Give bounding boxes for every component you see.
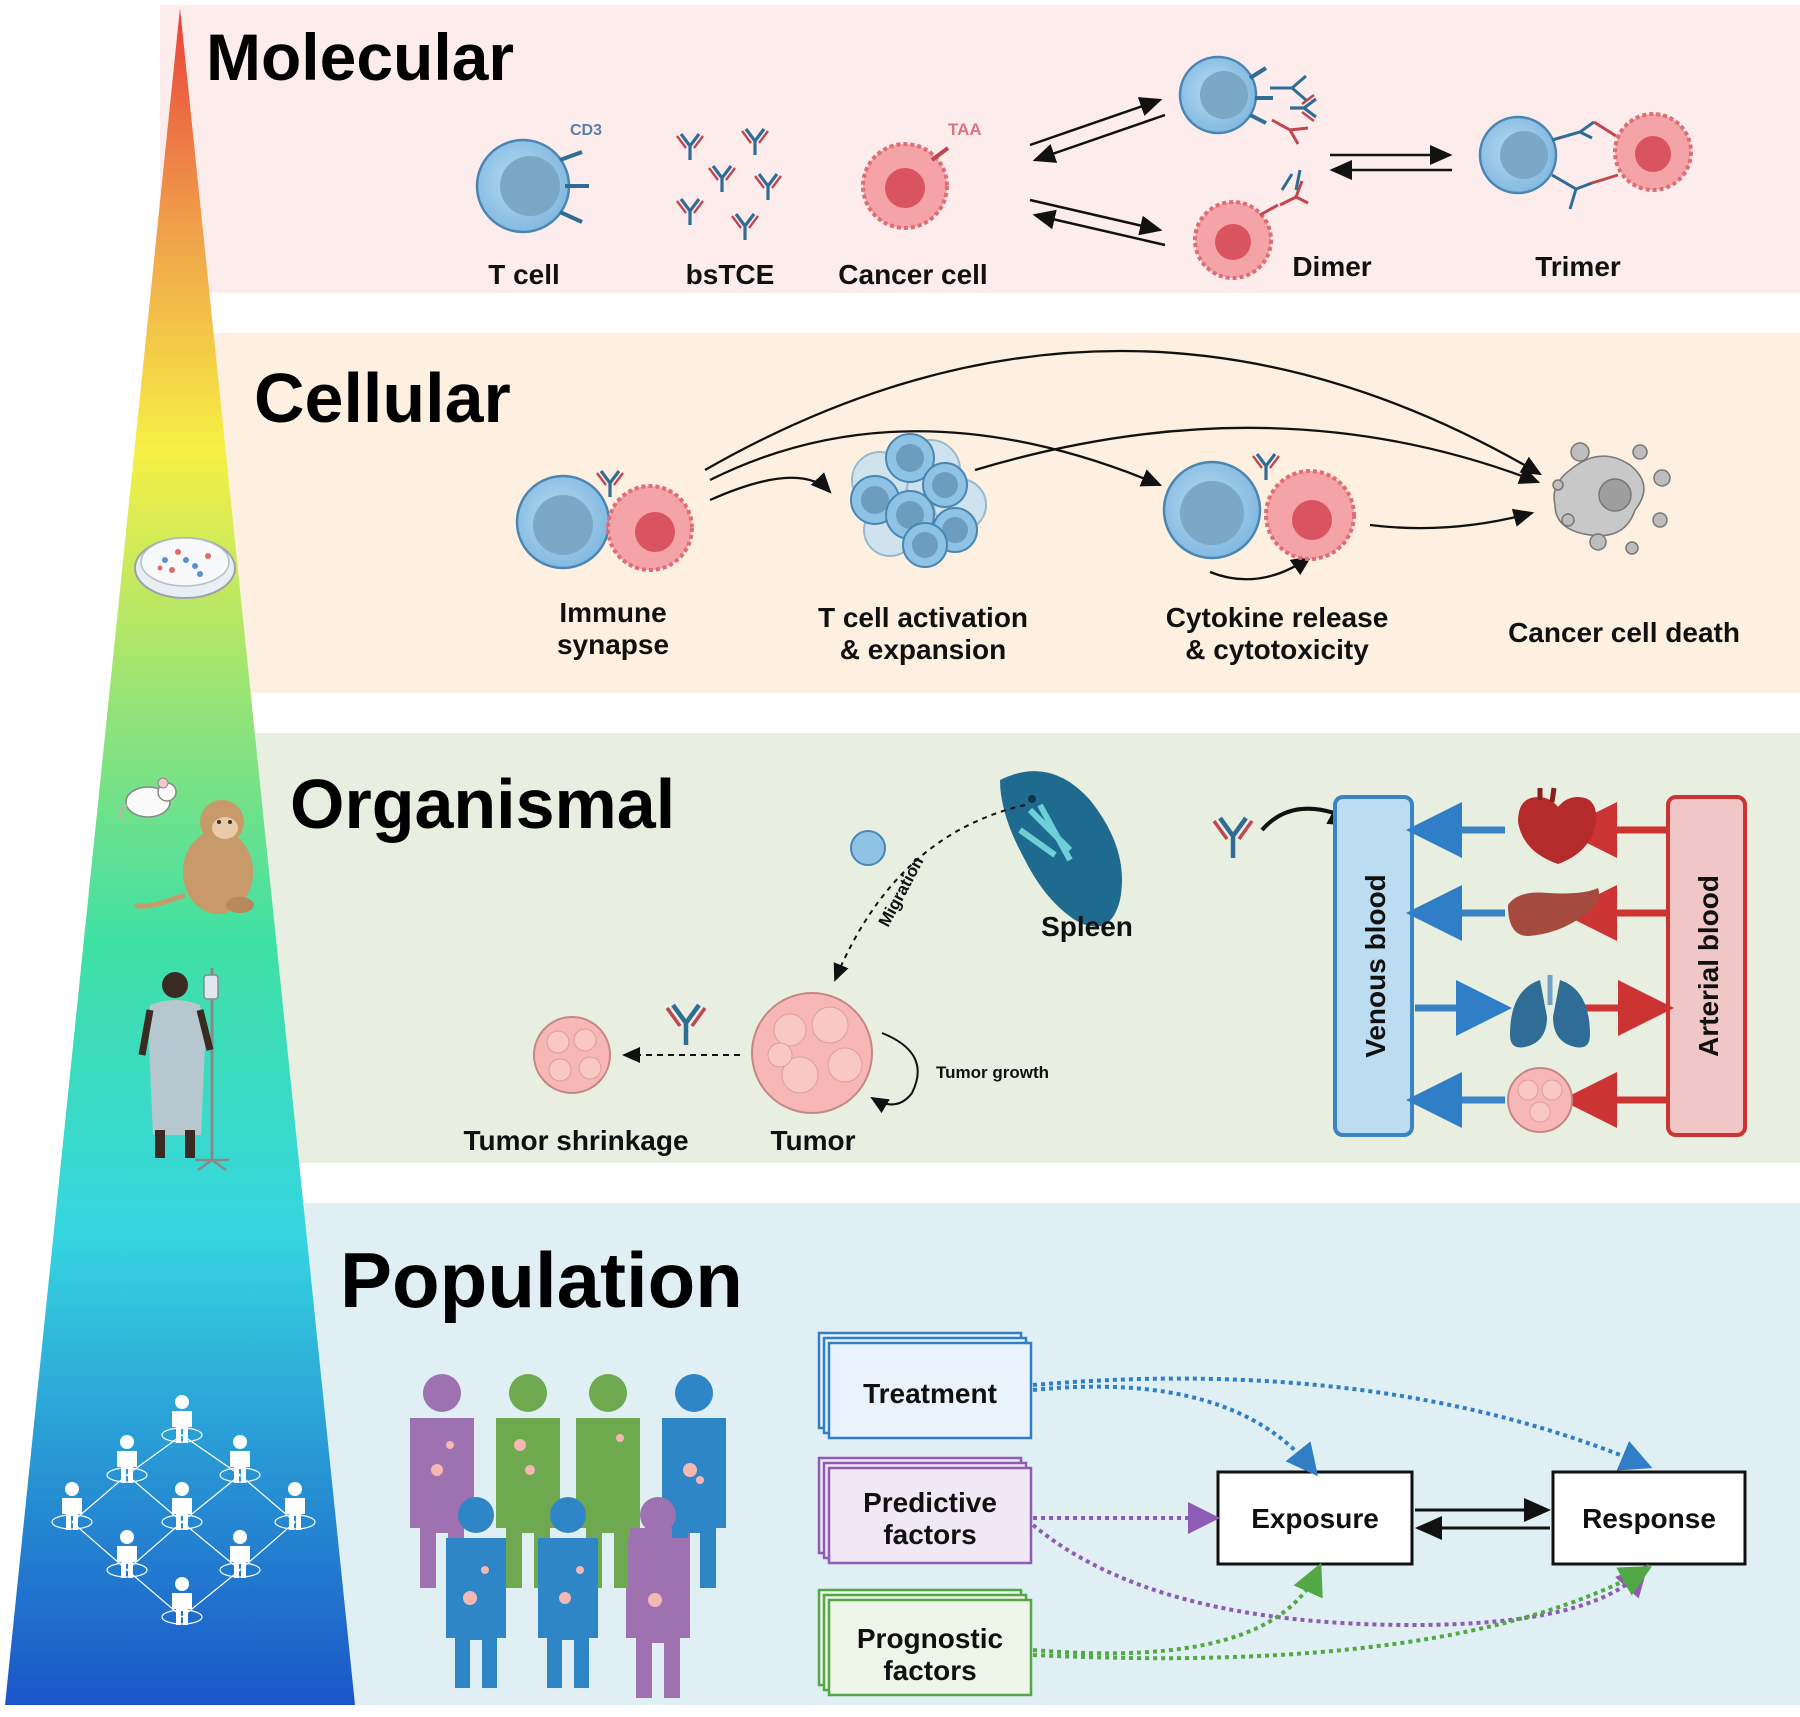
immune-synapse-label-line2: synapse — [557, 629, 669, 660]
treatment-box — [817, 1331, 1033, 1440]
organismal-title: Organismal — [290, 765, 675, 843]
spleen-label: Spleen — [1041, 911, 1133, 942]
response-box — [1551, 1470, 1747, 1566]
cancer-cell-death-icon — [1552, 442, 1671, 555]
lungs-icon — [1510, 975, 1590, 1048]
dimer-cancer-cell-icon — [1193, 169, 1309, 280]
dimer-equilibrium-arrows — [1029, 97, 1166, 247]
prognostic-label-line1: Prognostic — [857, 1623, 1003, 1654]
response-label: Response — [1582, 1503, 1716, 1534]
spleen-icon — [1000, 771, 1122, 927]
dimer-label: Dimer — [1292, 251, 1371, 282]
predictive-label-line2: factors — [883, 1519, 976, 1550]
predictive-label-line1: Predictive — [863, 1487, 997, 1518]
heart-icon — [1518, 787, 1597, 864]
liver-icon — [1508, 888, 1599, 936]
monkey-icon — [133, 800, 254, 914]
tumor-growth-arrow — [870, 1032, 919, 1114]
cancer-cell-death-label: Cancer cell death — [1508, 617, 1740, 648]
treatment-label: Treatment — [863, 1378, 997, 1409]
cancer-cell-icon — [861, 142, 950, 230]
population-title: Population — [340, 1236, 743, 1324]
exposure-response-arrows — [1415, 1498, 1551, 1540]
t-cell-label: T cell — [488, 259, 560, 290]
tumor-icon — [751, 992, 873, 1114]
cd3-label: CD3 — [570, 122, 602, 139]
taa-label: TAA — [948, 120, 982, 139]
arterial-blood-box — [1666, 795, 1747, 1137]
molecular-title: Molecular — [206, 20, 514, 94]
immune-synapse-label-line1: Immune — [559, 597, 666, 628]
population-network-icon — [51, 1395, 316, 1625]
predictive-factors-box — [817, 1456, 1033, 1565]
trimer-label: Trimer — [1535, 251, 1621, 282]
mouse-icon — [119, 777, 177, 820]
cytotoxicity-icon — [1162, 452, 1356, 561]
dimer-t-cell-icon — [1178, 55, 1318, 145]
scale-pyramid — [5, 8, 355, 1705]
migration-arrow — [833, 804, 1026, 982]
t-cell-icon — [475, 138, 589, 234]
patient-population-icon — [410, 1374, 726, 1698]
cytokine-label-line1: Cytokine release — [1166, 602, 1389, 633]
trimer-icon — [1478, 112, 1693, 210]
t-cell-expansion-icon — [850, 433, 987, 568]
prognostic-label-line2: factors — [883, 1655, 976, 1686]
exposure-label: Exposure — [1251, 1503, 1379, 1534]
arterial-blood-label: Arterial blood — [1693, 875, 1724, 1057]
tumor-shrinkage-icon — [533, 1016, 611, 1094]
cellular-panel — [210, 333, 1800, 693]
tumor-label: Tumor — [770, 1125, 855, 1156]
cellular-title: Cellular — [254, 359, 511, 437]
tumor-shrinkage-label: Tumor shrinkage — [463, 1125, 688, 1156]
cancer-cell-label: Cancer cell — [838, 259, 987, 290]
trimer-equilibrium-arrows — [1329, 145, 1453, 180]
migrating-t-cell-icon — [850, 830, 886, 866]
prognostic-factors-box — [817, 1588, 1033, 1697]
bstce-label: bsTCE — [686, 259, 775, 290]
venous-blood-label: Venous blood — [1360, 874, 1391, 1058]
petri-dish-icon — [134, 537, 236, 599]
immune-synapse-icon — [515, 469, 694, 572]
tumor-organ-icon — [1507, 1067, 1573, 1133]
venous-blood-box — [1333, 795, 1414, 1137]
covariate-arrows — [1031, 1376, 1653, 1661]
cellular-arrows — [704, 349, 1542, 581]
patient-iv-icon — [138, 968, 229, 1172]
activation-label-line2: & expansion — [840, 634, 1006, 665]
cytokine-label-line2: & cytotoxicity — [1185, 634, 1369, 665]
tumor-growth-label: Tumor growth — [936, 1063, 1049, 1082]
activation-label-line1: T cell activation — [818, 602, 1028, 633]
